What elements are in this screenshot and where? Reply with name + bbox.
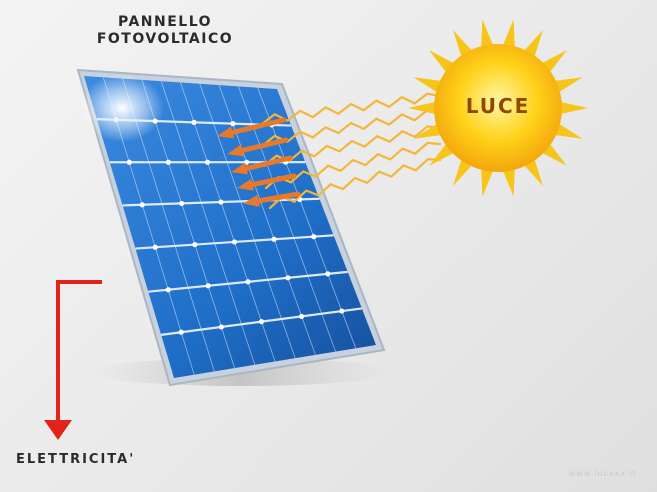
- sun-label: LUCE: [465, 94, 531, 118]
- panel-glare: [80, 74, 164, 142]
- solar-panel-icon: [76, 68, 386, 387]
- watermark: www.lucxxx.it: [568, 469, 637, 478]
- light-waves: [260, 92, 442, 210]
- sun-icon: [408, 19, 588, 197]
- photon-arrows: [217, 117, 301, 207]
- panel-title: PANNELLO FOTOVOLTAICO: [70, 14, 260, 48]
- panel-title-line1: PANNELLO: [117, 14, 213, 30]
- panel-title-line2: FOTOVOLTAICO: [96, 31, 234, 47]
- arrow-down-icon: [44, 280, 102, 440]
- output-label: ELETTRICITA': [16, 452, 136, 467]
